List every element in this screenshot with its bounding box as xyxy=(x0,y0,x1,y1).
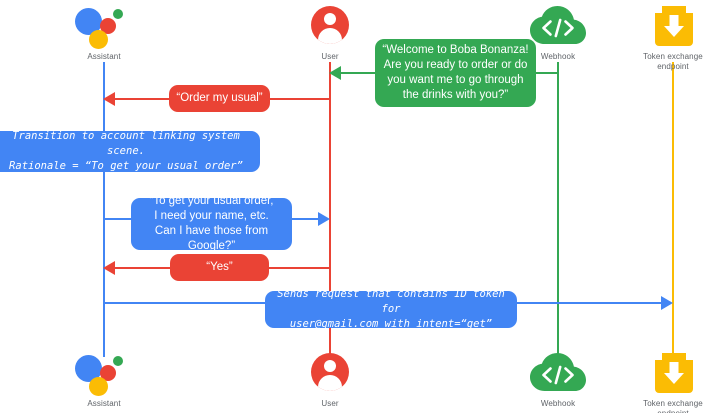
actor-webhook-bottom: Webhook xyxy=(503,351,613,409)
actor-label-assistant: Assistant xyxy=(87,52,121,61)
user-circle xyxy=(311,6,349,44)
actor-token-endpoint-top: Token exchange endpoint xyxy=(618,4,725,72)
token-arrow-stem xyxy=(669,15,679,27)
cloud-shape-bottom xyxy=(530,353,586,393)
user-body-shape xyxy=(318,28,342,44)
actor-assistant-bottom: Assistant xyxy=(49,351,159,409)
user-head-shape-bottom xyxy=(324,360,336,372)
actor-user-top: User xyxy=(275,4,385,62)
actor-label-webhook: Webhook xyxy=(540,52,576,61)
user-avatar-icon-bottom xyxy=(275,351,385,397)
actor-assistant-top: Assistant xyxy=(49,4,159,62)
token-arrow-stem-bottom xyxy=(669,362,679,374)
lifeline-user xyxy=(329,62,331,357)
message-order-my-usual: “Order my usual” xyxy=(169,85,270,112)
cloud-code-icon xyxy=(503,4,613,50)
token-arrow-head-bottom xyxy=(664,373,684,384)
actor-label-assistant-bottom: Assistant xyxy=(87,399,121,408)
assistant-dot-yellow xyxy=(89,30,108,49)
message-transition-note: Transition to account linking system sce… xyxy=(0,130,260,172)
arrow-head-order-my-usual xyxy=(103,92,115,106)
actor-label-token-endpoint: Token exchange endpoint xyxy=(643,52,703,71)
actor-user-bottom: User xyxy=(275,351,385,409)
google-assistant-icon-bottom xyxy=(49,351,159,397)
google-assistant-icon xyxy=(49,4,159,50)
arrow-head-need-name xyxy=(318,212,330,226)
cloud-shape xyxy=(530,6,586,46)
assistant-dot-red xyxy=(100,18,116,34)
message-yes: “Yes” xyxy=(170,254,269,281)
token-download-icon-bottom xyxy=(618,351,725,397)
actor-label-token-endpoint-bottom: Token exchange endpoint xyxy=(643,399,703,413)
arrow-head-welcome xyxy=(329,66,341,80)
arrow-head-yes xyxy=(103,261,115,275)
lifeline-assistant xyxy=(103,62,105,357)
token-download-icon xyxy=(618,4,725,50)
token-notch-right xyxy=(686,6,693,13)
message-sends-request: Sends request that contains ID token for… xyxy=(265,288,517,330)
assistant-dot-yellow-bottom xyxy=(89,377,108,396)
assistant-dot-green-bottom xyxy=(113,356,123,366)
token-box-shape xyxy=(655,6,693,46)
message-welcome: “Welcome to Boba Bonanza! Are you ready … xyxy=(375,39,536,107)
assistant-dot-red-bottom xyxy=(100,365,116,381)
actor-label-user-bottom: User xyxy=(321,399,339,408)
user-circle-bottom xyxy=(311,353,349,391)
lifeline-webhook xyxy=(557,62,559,357)
actor-token-endpoint-bottom: Token exchange endpoint xyxy=(618,351,725,413)
token-notch-left-bottom xyxy=(655,353,662,360)
user-avatar-icon xyxy=(275,4,385,50)
message-need-name: “To get your usual order, I need your na… xyxy=(131,195,292,252)
token-box-shape-bottom xyxy=(655,353,693,393)
actor-label-user: User xyxy=(321,52,339,61)
token-arrow-head xyxy=(664,26,684,37)
lifeline-token-endpoint xyxy=(672,62,674,357)
arrow-head-sends-request xyxy=(661,296,673,310)
token-notch-left xyxy=(655,6,662,13)
cloud-code-icon-bottom xyxy=(503,351,613,397)
user-head-shape xyxy=(324,13,336,25)
token-notch-right-bottom xyxy=(686,353,693,360)
actor-webhook-top: Webhook xyxy=(503,4,613,62)
actor-label-webhook-bottom: Webhook xyxy=(540,399,576,408)
assistant-dot-green xyxy=(113,9,123,19)
user-body-shape-bottom xyxy=(318,375,342,391)
